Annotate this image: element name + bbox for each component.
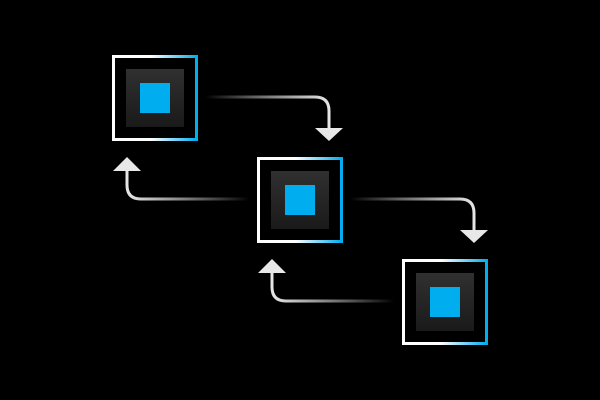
arrow-line <box>205 95 331 129</box>
arrow-down-icon <box>460 230 488 243</box>
process-node <box>112 55 198 141</box>
node-core-square <box>430 287 460 317</box>
process-node <box>402 259 488 345</box>
node-frame <box>402 259 488 345</box>
forward-arrow <box>205 95 343 141</box>
arrow-up-icon <box>113 157 141 171</box>
process-node <box>257 157 343 243</box>
node-core-square <box>140 83 170 113</box>
node-frame <box>112 55 198 141</box>
arrow-line <box>125 169 249 201</box>
arrow-down-icon <box>315 128 343 141</box>
arrow-line <box>270 271 394 303</box>
arrow-line <box>350 197 476 231</box>
back-arrow <box>258 259 394 303</box>
forward-arrow <box>350 197 488 243</box>
node-frame <box>257 157 343 243</box>
node-core-square <box>285 185 315 215</box>
back-arrow <box>113 157 249 201</box>
arrow-up-icon <box>258 259 286 273</box>
